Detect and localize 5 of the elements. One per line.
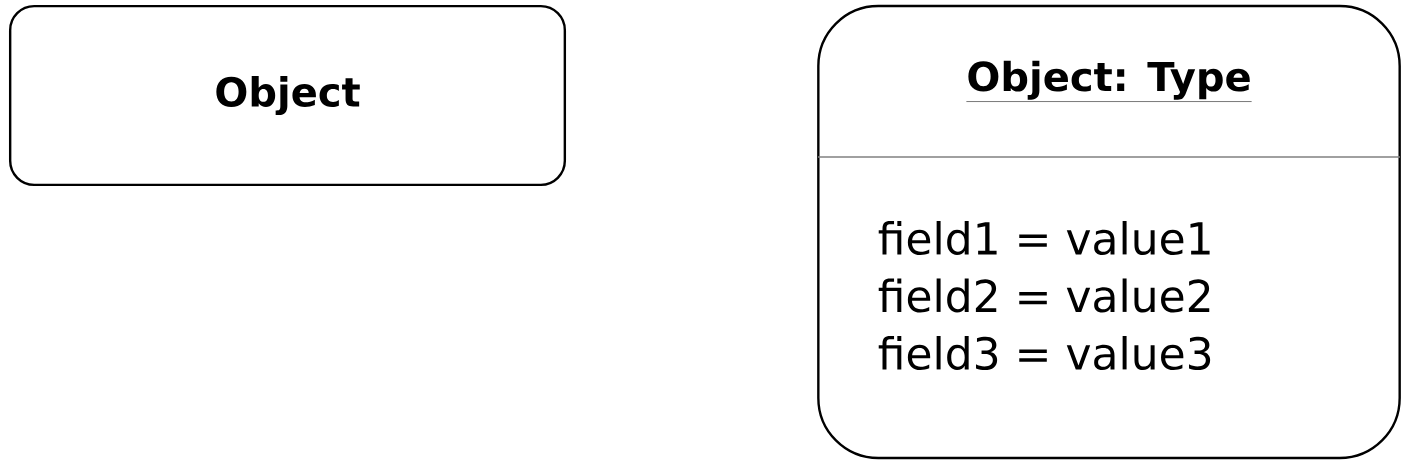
object-box: Object — [8, 4, 567, 187]
field-text: field3 = value3 — [878, 335, 1211, 371]
field-text: field2 = value2 — [878, 278, 1210, 313]
field-text: field1 = value1 — [878, 220, 1210, 256]
object-heading: Object: Type — [966, 60, 1252, 102]
